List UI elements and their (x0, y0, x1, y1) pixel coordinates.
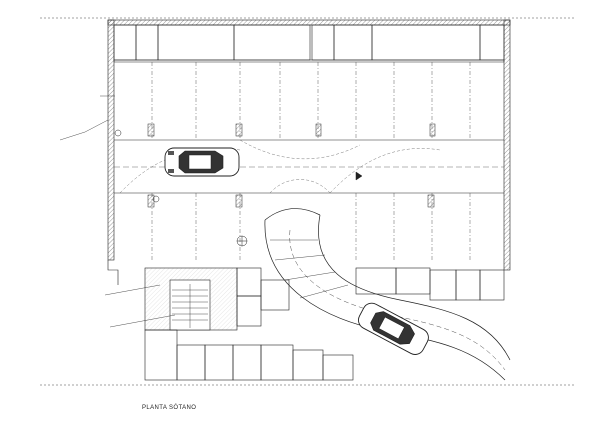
structural-columns (147, 123, 436, 208)
bottom-left-rooms (144, 267, 354, 381)
lower-parking-bays (151, 193, 471, 262)
top-parking-bays (151, 62, 471, 140)
right-storage-rooms (355, 267, 505, 301)
level-markers (114, 129, 363, 247)
callout-leaders (59, 95, 176, 328)
staircase (172, 284, 208, 328)
top-storage-rooms (113, 24, 505, 61)
car-top-view (164, 147, 240, 177)
boundary-lines (40, 17, 575, 386)
car-on-ramp (358, 302, 429, 355)
drawing-title: PLANTA SÓTANO (142, 405, 197, 411)
